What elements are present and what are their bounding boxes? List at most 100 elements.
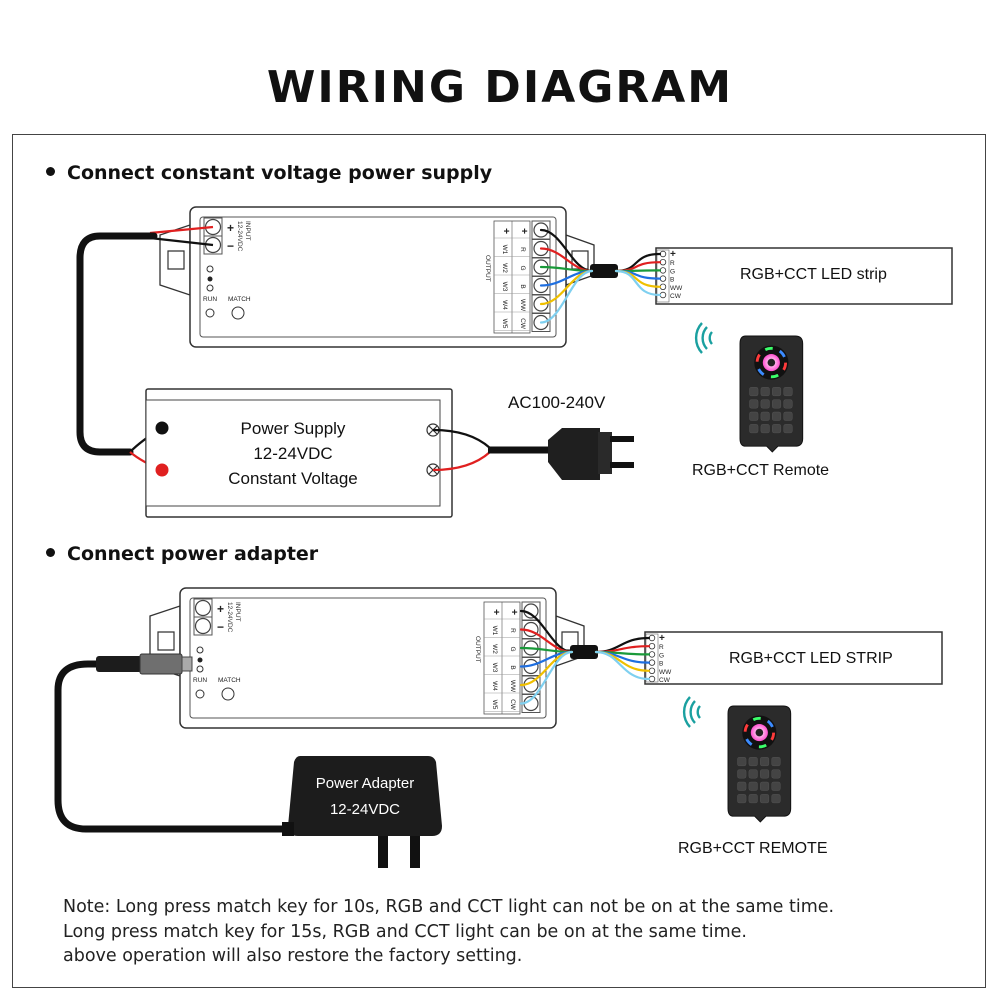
- remote-button: [772, 424, 782, 434]
- plug-prong-top: [610, 436, 634, 442]
- power-supply-text: Power Supply 12-24VDC Constant Voltage: [146, 416, 440, 491]
- adapter-line-2: 12-24VDC: [329, 801, 401, 818]
- remote-center-button: [755, 728, 764, 737]
- output-pin-label: B: [509, 665, 516, 669]
- diagram-frame: [12, 134, 986, 988]
- note-line-2: Long press match key for 15s, RGB and CC…: [63, 921, 747, 942]
- output-pin-label: W5: [501, 319, 508, 329]
- controller-panel: [199, 216, 557, 338]
- run-indicator: [195, 689, 205, 699]
- strip-pin-label: B: [670, 277, 674, 284]
- dc-cable-line: [54, 660, 290, 833]
- section1-heading-text: Connect constant voltage power supply: [67, 162, 493, 184]
- output-pin-label: W1: [491, 626, 498, 636]
- adapter-body: [288, 756, 442, 836]
- match-key: [231, 306, 245, 320]
- run-label: RUN: [193, 677, 207, 684]
- bullet-icon: [46, 167, 55, 176]
- remote-button: [772, 399, 782, 409]
- strip-pin-label: WW: [659, 669, 672, 676]
- input-sign: +: [227, 221, 234, 235]
- output-pin-label: G: [519, 265, 526, 270]
- led-strip-pads: [645, 633, 659, 683]
- remote-button: [760, 387, 770, 397]
- ac-wire-neutral: [432, 451, 491, 472]
- dc-plug-tip: [181, 656, 193, 672]
- input-text: INPUT: [234, 602, 241, 622]
- psu-line-1: Power Supply: [240, 419, 346, 438]
- strip-wire: [614, 269, 662, 297]
- power-supply-box: [145, 388, 453, 518]
- remote-button: [748, 794, 758, 804]
- run-led: [207, 276, 213, 282]
- ac-wires: [432, 428, 548, 472]
- output-pin-label: W4: [501, 300, 508, 310]
- remote-button: [760, 411, 770, 421]
- output-pin-label: W5: [491, 700, 498, 710]
- remote-button: [749, 411, 759, 421]
- mount-slot-left: [157, 631, 175, 651]
- remote-button: [737, 794, 747, 804]
- run-led-bottom: [206, 284, 214, 292]
- output-pin-label: +: [500, 228, 511, 234]
- remote-button: [748, 781, 758, 791]
- output-pin-label: CW: [509, 699, 516, 711]
- input-text: INPUT: [244, 221, 251, 241]
- dc-plug-sleeve: [139, 653, 183, 675]
- color-wheel-red: [755, 346, 788, 379]
- remote-button: [749, 424, 759, 434]
- output-pin-label: W4: [491, 681, 498, 691]
- output-pin-label: W3: [491, 663, 498, 673]
- strip-pin-label: R: [670, 260, 675, 267]
- ac-wire-live: [432, 428, 491, 449]
- power-cable: [76, 232, 158, 456]
- run-led-top: [206, 265, 214, 273]
- psu-negative-terminal: [155, 421, 169, 435]
- psu-inner: [145, 399, 441, 507]
- adapter-line-1: Power Adapter: [315, 775, 415, 792]
- output-pin-label: W2: [491, 644, 498, 654]
- remote-button: [783, 424, 793, 434]
- wire-red: [149, 225, 214, 235]
- note-line-1: Note: Long press match key for 10s, RGB …: [63, 897, 835, 917]
- run-led-top: [196, 646, 204, 654]
- strip-pin-label: CW: [670, 293, 682, 300]
- remote-button: [748, 757, 758, 767]
- remote-button: [771, 757, 781, 767]
- ac-voltage-label: AC100-240V: [508, 393, 606, 412]
- remote-button: [760, 399, 770, 409]
- strip-pin-label: G: [659, 652, 664, 659]
- run-indicator: [205, 308, 215, 318]
- remote-button: [760, 794, 770, 804]
- output-pin-label: W2: [501, 263, 508, 273]
- remote-control-2: [727, 705, 792, 823]
- led-strip-label-1: RGB+CCT LED strip: [740, 266, 887, 283]
- run-led-bottom: [196, 665, 204, 673]
- remote-button: [760, 757, 770, 767]
- remote-button: [760, 781, 770, 791]
- remote-button: [771, 794, 781, 804]
- strip-pin-label: WW: [670, 285, 683, 292]
- remote-button: [760, 424, 770, 434]
- remote-button: [783, 399, 793, 409]
- bullet-icon: [46, 548, 55, 557]
- match-label: MATCH: [218, 677, 241, 684]
- psu-positive-terminal: [155, 463, 169, 477]
- remote-button: [783, 387, 793, 397]
- remote-button: [760, 769, 770, 779]
- note-block: Note: Long press match key for 10s, RGB …: [63, 895, 834, 969]
- led-strip-body: [644, 631, 943, 685]
- input-terminal: [194, 617, 212, 635]
- output-pin-label: B: [519, 284, 526, 288]
- wire-bundle: [590, 264, 618, 278]
- run-label: RUN: [203, 296, 217, 303]
- remote-button: [737, 757, 747, 767]
- wifi-signal-icon: [682, 695, 702, 729]
- dc-cable: [54, 653, 290, 833]
- strip-pin-label: +: [670, 249, 676, 260]
- mount-slot-left: [167, 250, 185, 270]
- led-strip-label-2: RGB+CCT LED STRIP: [729, 650, 893, 667]
- wire-black: [149, 236, 214, 247]
